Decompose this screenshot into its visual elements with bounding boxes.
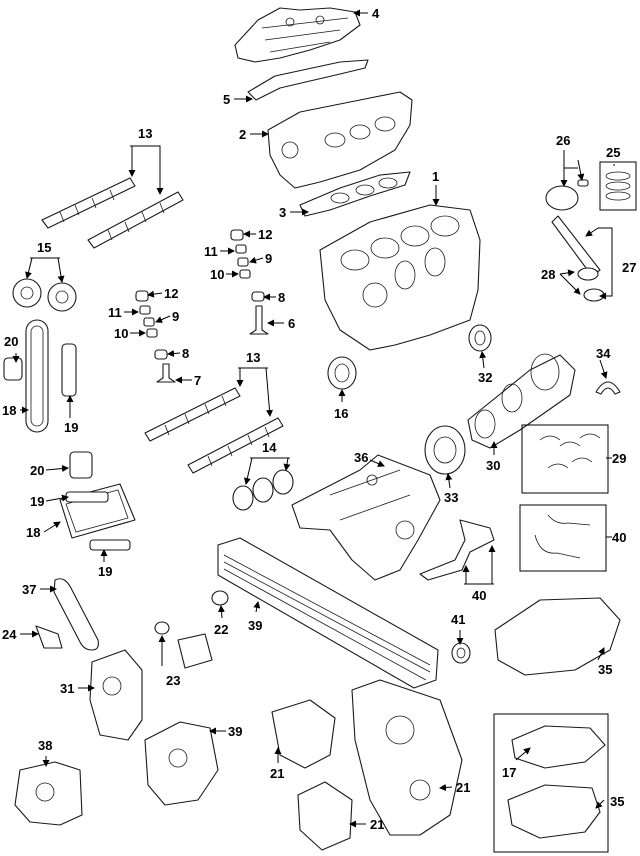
callout-28: 28 <box>541 267 555 282</box>
callout-27: 27 <box>622 260 636 275</box>
pump-housing-part <box>144 721 219 806</box>
callout-8-left: 8 <box>182 346 189 361</box>
callout-9-right: 9 <box>265 251 272 266</box>
callout-22: 22 <box>214 622 228 637</box>
small-seals-part <box>211 590 471 664</box>
callout-4: 4 <box>372 6 380 21</box>
callout-19-lower: 19 <box>98 564 112 579</box>
oil-pump-part <box>14 761 83 826</box>
callout-13-lower: 13 <box>246 350 260 365</box>
callout-32: 32 <box>478 370 492 385</box>
front-seal-part <box>468 324 492 352</box>
callout-13-upper: 13 <box>138 126 152 141</box>
callout-7: 7 <box>194 373 201 388</box>
crankshaft-part <box>467 353 576 449</box>
engine-mount-bracket-part <box>291 454 441 581</box>
callout-41: 41 <box>451 612 465 627</box>
rear-main-seal-part <box>327 356 357 390</box>
callout-21-right: 21 <box>456 780 470 795</box>
head-gasket-part <box>299 171 411 217</box>
callout-21-bottom: 21 <box>370 817 384 832</box>
sensor-part <box>154 621 213 669</box>
callout-5: 5 <box>223 92 230 107</box>
camshaft-lower-part <box>144 387 284 474</box>
callout-40-right: 40 <box>612 530 626 545</box>
callout-33: 33 <box>444 490 458 505</box>
oil-cooler-part <box>217 537 439 689</box>
callout-35-upper: 35 <box>598 662 612 677</box>
callout-40-lower: 40 <box>472 588 486 603</box>
callout-10-right: 10 <box>210 267 224 282</box>
callout-2: 2 <box>239 127 246 142</box>
callout-20-upper: 20 <box>4 334 18 349</box>
oil-cooler-hoses-part <box>419 504 607 581</box>
callout-18-upper: 18 <box>2 403 16 418</box>
callout-36: 36 <box>354 450 368 465</box>
engine-block-part <box>319 204 481 351</box>
drive-belt-part <box>35 578 99 651</box>
callout-21-left: 21 <box>270 766 284 781</box>
callout-19-mid: 19 <box>30 494 44 509</box>
callout-9-left: 9 <box>172 309 179 324</box>
callout-24: 24 <box>2 627 17 642</box>
callout-38: 38 <box>38 738 52 753</box>
callout-30: 30 <box>486 458 500 473</box>
callout-8-right: 8 <box>278 290 285 305</box>
callout-15: 15 <box>37 240 51 255</box>
chain-guide-part <box>3 343 131 551</box>
callout-39-upper: 39 <box>248 618 262 633</box>
callout-39-lower: 39 <box>228 724 242 739</box>
leader-lines <box>12 9 615 828</box>
callout-18-lower: 18 <box>26 525 40 540</box>
callout-31: 31 <box>60 681 74 696</box>
callout-12-right: 12 <box>258 227 272 242</box>
callout-10-left: 10 <box>114 326 128 341</box>
piston-rings-part <box>599 161 637 211</box>
oil-pan-part <box>493 597 621 853</box>
callout-11-right: 11 <box>204 244 218 259</box>
callout-26: 26 <box>556 133 570 148</box>
callout-1: 1 <box>432 169 439 184</box>
callout-19-upper: 19 <box>64 420 78 435</box>
callout-20-lower: 20 <box>30 463 44 478</box>
seal-rings-part <box>232 469 294 511</box>
callout-29: 29 <box>612 451 626 466</box>
callout-25: 25 <box>606 145 620 160</box>
callout-labels: 4 5 2 3 1 13 15 20 18 19 12 11 9 10 8 6 … <box>2 6 636 832</box>
valve-cover-gasket-part <box>247 59 369 101</box>
water-pump-part <box>89 649 143 741</box>
callout-12-left: 12 <box>164 286 178 301</box>
thrust-washer-part <box>595 381 621 395</box>
cylinder-head-part <box>267 91 413 189</box>
timing-cover-part <box>271 679 463 851</box>
camshaft-upper-part <box>41 177 184 249</box>
callout-35-lower: 35 <box>610 794 624 809</box>
callout-3: 3 <box>279 205 286 220</box>
callout-11-left: 11 <box>108 305 122 320</box>
callout-6: 6 <box>288 316 295 331</box>
callout-37: 37 <box>22 582 36 597</box>
harmonic-balancer-part <box>424 425 466 475</box>
callout-16: 16 <box>334 406 348 421</box>
cam-sprocket-part <box>12 278 77 312</box>
piston-part <box>545 179 605 302</box>
callout-17: 17 <box>502 765 516 780</box>
callout-23: 23 <box>166 673 180 688</box>
main-bearings-part <box>521 424 609 494</box>
valve-cover-part <box>234 7 361 63</box>
callout-34: 34 <box>596 346 611 361</box>
callout-14: 14 <box>262 440 277 455</box>
